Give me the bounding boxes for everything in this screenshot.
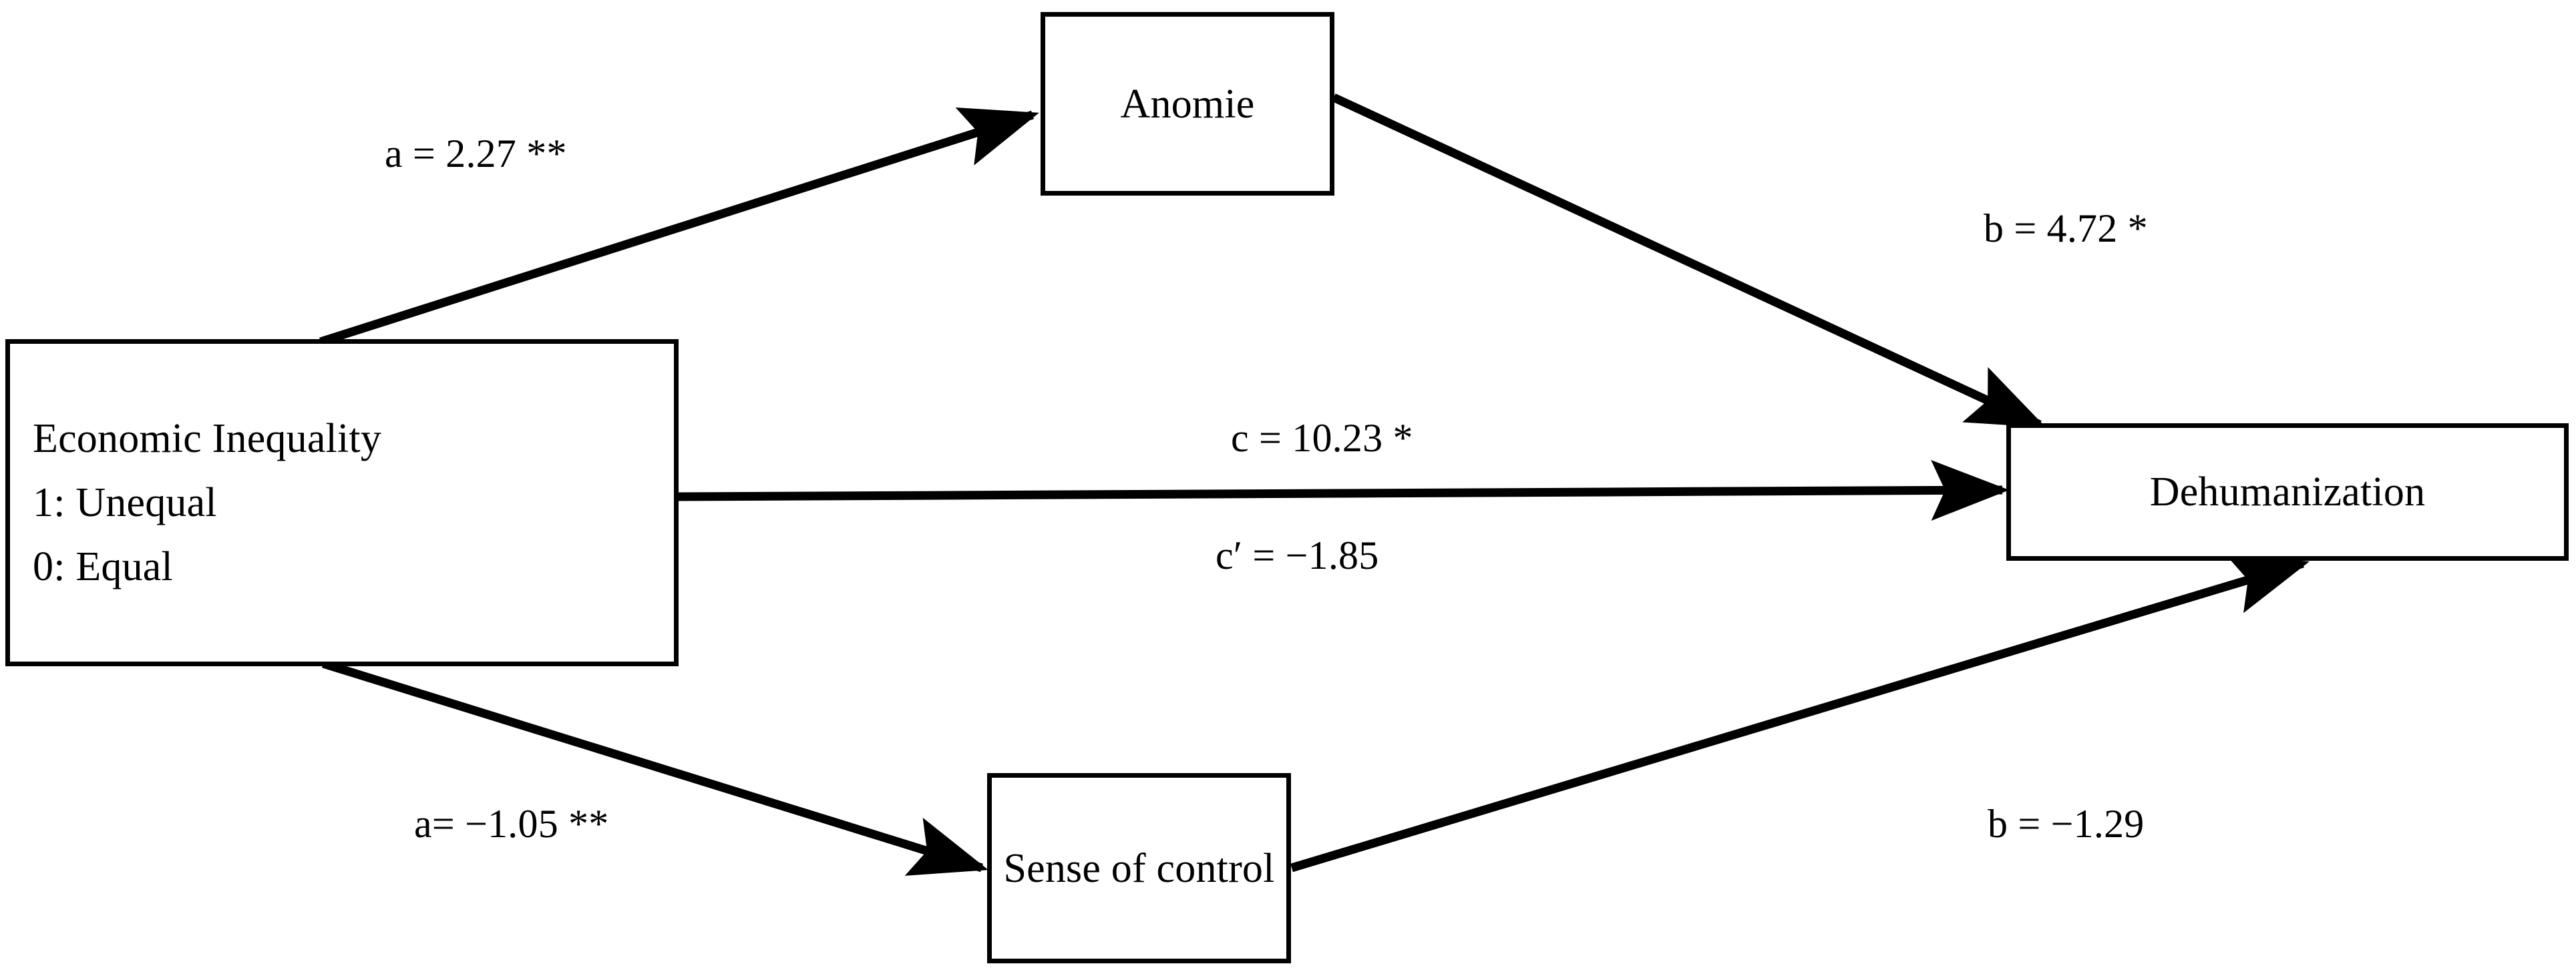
arrow-c-total [678,460,2010,521]
arrow-b-control [1290,555,2310,873]
path-label-a-control: a= −1.05 ** [414,802,609,846]
path-label-c-direct: c′ = −1.85 [1216,533,1379,577]
node-sense-of-control[interactable]: Sense of control [987,773,1291,963]
path-label-c-total: c = 10.23 * [1231,416,1413,460]
arrow-b-anomie [1332,93,2046,429]
node-economic-inequality[interactable]: Economic Inequality 1: Unequal 0: Equal [5,339,679,666]
node-anomie[interactable]: Anomie [1041,12,1334,196]
node-sense-of-control-label: Sense of control [1003,845,1275,891]
node-dehumanization[interactable]: Dehumanization [2006,423,2569,561]
node-anomie-label: Anomie [1120,81,1255,127]
node-economic-inequality-coding-equal: 0: Equal [33,544,173,589]
arrow-a-anomie [319,107,1039,346]
path-label-b-anomie: b = 4.72 * [1984,206,2148,250]
arrow-a-control [322,659,988,876]
node-economic-inequality-coding-unequal: 1: Unequal [33,480,217,525]
node-economic-inequality-label: Economic Inequality [33,416,382,461]
path-label-b-control: b = −1.29 [1988,802,2145,846]
path-label-a-anomie: a = 2.27 ** [385,132,567,176]
node-dehumanization-label: Dehumanization [2149,469,2426,515]
